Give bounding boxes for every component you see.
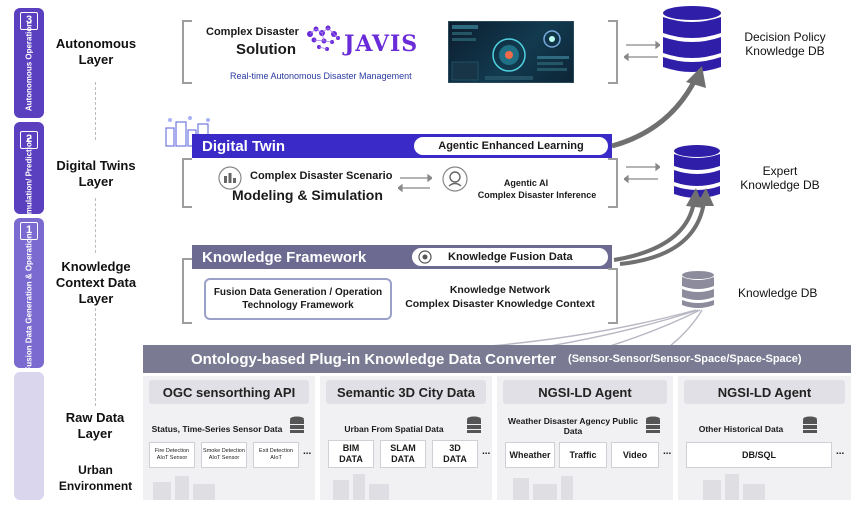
more-dots: ... bbox=[303, 446, 312, 457]
dashboard-graphic-icon bbox=[451, 25, 569, 81]
digital-twin-bar-title: Digital Twin bbox=[202, 137, 286, 155]
strip-label-fusion: Fusion Data Generation & Operation bbox=[24, 233, 34, 372]
db-small-icon bbox=[467, 416, 481, 433]
knowledge-db-label: Knowledge DB bbox=[738, 286, 818, 300]
modeling-text: Modeling & Simulation bbox=[232, 187, 383, 203]
sensor-box: Exit Detection AIoT bbox=[253, 442, 299, 468]
layer-label-raw: Raw Data Layer bbox=[65, 410, 125, 441]
javis-brand: JAVIS bbox=[344, 31, 419, 57]
layer-connector bbox=[95, 82, 96, 140]
decision-db-icon bbox=[663, 6, 721, 72]
fusion-framework-box: Fusion Data Generation / Operation Techn… bbox=[204, 278, 392, 320]
ontology-modes: (Sensor-Sensor/Sensor-Space/Space-Space) bbox=[568, 353, 802, 365]
complex-disaster-text: Complex Disaster bbox=[206, 26, 299, 38]
source-head: NGSI-LD Agent bbox=[503, 380, 667, 404]
data-box: DB/SQL bbox=[686, 442, 832, 468]
knowledge-context-text: Complex Disaster Knowledge Context bbox=[405, 298, 595, 310]
source-head: Semantic 3D City Data bbox=[326, 380, 486, 404]
source-label: Status, Time-Series Sensor Data bbox=[151, 424, 283, 434]
fusion-icon bbox=[418, 250, 432, 264]
knowledge-network-text: Knowledge Network bbox=[449, 284, 551, 296]
data-box: SLAM DATA bbox=[380, 440, 426, 468]
more-dots: ... bbox=[663, 446, 672, 457]
source-label: Weather Disaster Agency Public Data bbox=[508, 416, 638, 436]
strip-segment-fusion bbox=[14, 218, 44, 368]
source-ogc: OGC sensorthing API Status, Time-Series … bbox=[143, 376, 315, 500]
data-box: Video bbox=[611, 442, 659, 468]
javis-logo-icon bbox=[307, 25, 340, 51]
data-box: Wheather bbox=[505, 442, 555, 468]
layer-label-knowledge: Knowledge Context Data Layer bbox=[55, 259, 137, 306]
knowledge-fusion-text: Knowledge Fusion Data bbox=[448, 251, 573, 263]
sensor-box: Smoke Detection AIoT Sensor bbox=[201, 442, 247, 468]
scenario-icon bbox=[218, 166, 242, 190]
source-label: Other Historical Data bbox=[698, 424, 784, 434]
source-ngsi-historical: NGSI-LD Agent Other Historical Data DB/S… bbox=[678, 376, 851, 500]
autonomous-bracket-left bbox=[182, 20, 192, 84]
double-arrow-icon bbox=[624, 162, 660, 184]
decision-db-label: Decision Policy Knowledge DB bbox=[744, 30, 826, 58]
db-small-icon bbox=[803, 416, 817, 433]
strip-number-1: 1 bbox=[20, 222, 38, 240]
data-box: Traffic bbox=[559, 442, 607, 468]
fusion-framework-text: Fusion Data Generation / Operation Techn… bbox=[213, 287, 383, 311]
autonomous-subtitle: Real-time Autonomous Disaster Management bbox=[230, 71, 412, 81]
digital-twin-city-icon bbox=[165, 116, 210, 147]
layer-connector bbox=[95, 308, 96, 406]
more-dots: ... bbox=[482, 446, 491, 457]
scenario-text: Complex Disaster Scenario bbox=[250, 170, 393, 182]
layer-label-digital-twins: Digital Twins Layer bbox=[56, 158, 136, 189]
twin-bracket-right bbox=[608, 158, 618, 208]
data-box: 3D DATA bbox=[432, 440, 478, 468]
city-skyline-icon bbox=[153, 474, 765, 500]
ontology-title: Ontology-based Plug-in Knowledge Data Co… bbox=[191, 350, 557, 368]
strip-segment-autonomous bbox=[14, 8, 44, 118]
knowledge-bracket-left bbox=[182, 258, 192, 324]
strip-label-simulation: Simulation/ Prediction bbox=[24, 137, 34, 222]
source-label: Urban From Spatial Data bbox=[344, 424, 444, 434]
source-head: NGSI-LD Agent bbox=[684, 380, 845, 404]
solution-text: Solution bbox=[236, 41, 296, 58]
agentic-ai-icon bbox=[442, 166, 468, 192]
double-arrow-icon bbox=[398, 173, 432, 193]
db-small-icon bbox=[646, 416, 660, 433]
strip-segment-bottom bbox=[14, 372, 44, 500]
double-arrow-icon bbox=[624, 40, 660, 62]
dashboard-thumbnail bbox=[448, 21, 574, 83]
ontology-bar: Ontology-based Plug-in Knowledge Data Co… bbox=[143, 345, 851, 373]
expert-db-label: Expert Knowledge DB bbox=[740, 164, 820, 192]
upward-flow-arrows-icon bbox=[611, 66, 714, 266]
strip-number-2: 2 bbox=[20, 131, 38, 149]
strip-label-autonomous: Autonomous Operation bbox=[24, 21, 34, 112]
knowledge-bracket-right bbox=[608, 268, 618, 324]
layer-label-urban: Urban Environment bbox=[58, 463, 133, 493]
strip-segment-simulation bbox=[14, 122, 44, 214]
knowledge-fusion-pill: Knowledge Fusion Data bbox=[412, 248, 608, 266]
twin-bracket-left bbox=[182, 158, 192, 208]
strip-number-3: 3 bbox=[20, 12, 38, 30]
layer-label-autonomous: Autonomous Layer bbox=[55, 36, 137, 67]
db-small-icon bbox=[290, 416, 304, 433]
knowledge-db-icon bbox=[682, 271, 714, 308]
source-head: OGC sensorthing API bbox=[149, 380, 309, 404]
autonomous-bracket-right bbox=[608, 20, 618, 84]
source-semantic-city: Semantic 3D City Data Urban From Spatial… bbox=[320, 376, 492, 500]
layer-connector bbox=[95, 198, 96, 253]
sensor-box: Fire Detection AIoT Sensor bbox=[149, 442, 195, 468]
knowledge-framework-title: Knowledge Framework bbox=[202, 248, 367, 266]
converging-lines-icon bbox=[489, 309, 703, 347]
agentic-ai-text: Agentic AI bbox=[503, 178, 549, 188]
more-dots: ... bbox=[836, 446, 845, 457]
data-box: BIM DATA bbox=[328, 440, 374, 468]
inference-text: Complex Disaster Inference bbox=[477, 190, 597, 200]
source-ngsi-public: NGSI-LD Agent Weather Disaster Agency Pu… bbox=[497, 376, 673, 500]
agentic-learning-pill: Agentic Enhanced Learning bbox=[414, 137, 608, 155]
